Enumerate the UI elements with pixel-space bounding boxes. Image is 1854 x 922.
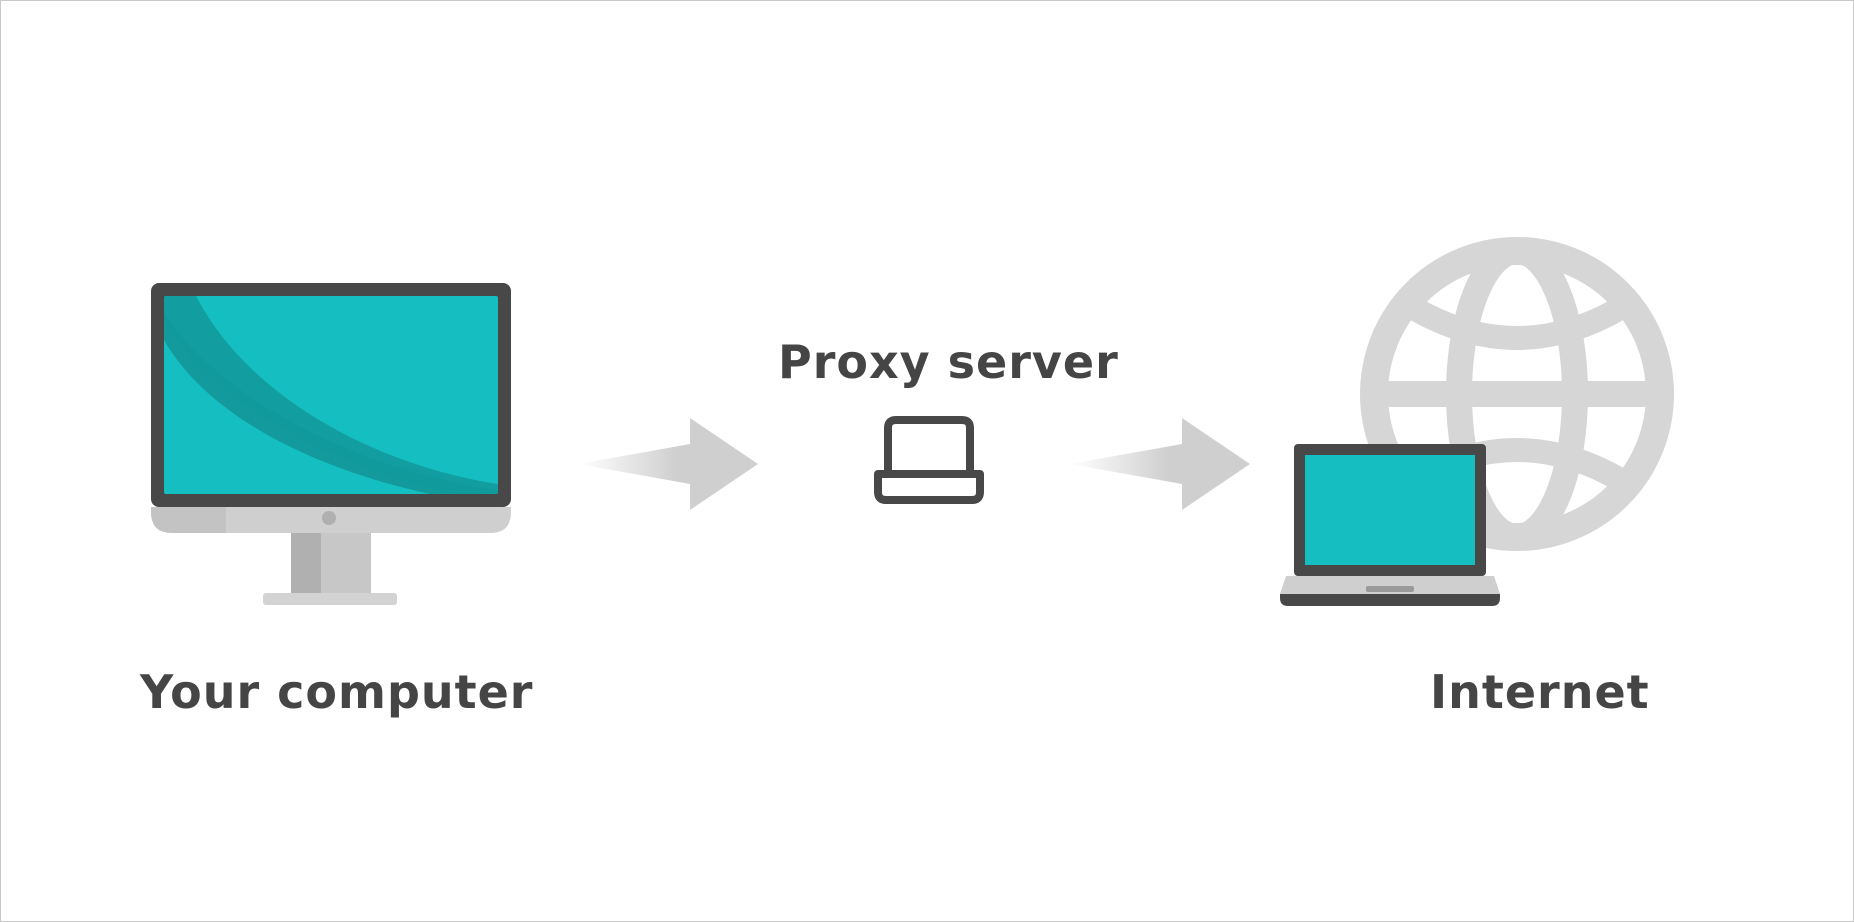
arrow-right-icon <box>1070 418 1250 510</box>
your-computer-label: Your computer <box>140 665 534 719</box>
laptop-icon <box>1280 444 1500 606</box>
internet-label: Internet <box>1430 665 1650 719</box>
desktop-monitor-icon <box>151 283 511 605</box>
laptop-outline-icon <box>874 416 984 504</box>
proxy-server-label: Proxy server <box>778 335 1119 389</box>
arrow-right-icon <box>578 418 758 510</box>
